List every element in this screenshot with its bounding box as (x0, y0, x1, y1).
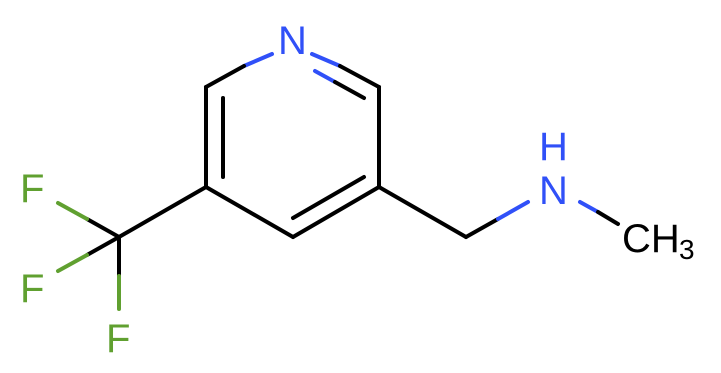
bond-c5-ch2 (377, 185, 468, 239)
bond-c4-c5-outer (291, 185, 381, 239)
fluorine-1-label: F (20, 167, 44, 211)
bond-n-ch3-black (596, 210, 620, 226)
fluorine-3-label: F (106, 317, 130, 361)
bond-n-c6-outer-black (338, 64, 381, 89)
bond-n-c6-inner-black (333, 80, 366, 100)
methyl-label: CH (622, 217, 680, 261)
bond-n-c6-inner (313, 69, 337, 84)
bond-c4-c5-inner (291, 175, 366, 220)
bond-cf3-f1-green (56, 201, 89, 221)
bond-ch2-n-blue (496, 200, 530, 221)
ring-nitrogen-label: N (278, 19, 307, 63)
amine-hydrogen-label: H (539, 125, 568, 169)
bond-c3-cf3 (117, 185, 208, 239)
bond-ch2-n-black (464, 217, 500, 239)
methyl-subscript: 3 (679, 234, 695, 265)
bond-cf3-f2-green (56, 253, 89, 273)
bond-n-c2-upper (242, 52, 274, 68)
amine-nitrogen-label: N (539, 169, 568, 213)
bond-n-ch3-blue (578, 200, 600, 214)
fluorine-2-label: F (20, 267, 44, 311)
bond-n-c2-lower (204, 64, 246, 89)
bond-cf3-f1-black (85, 217, 121, 239)
bond-c3-c4 (204, 185, 295, 239)
bond-n-c6-outer (310, 52, 342, 68)
bond-cf3-f2-black (85, 235, 121, 257)
